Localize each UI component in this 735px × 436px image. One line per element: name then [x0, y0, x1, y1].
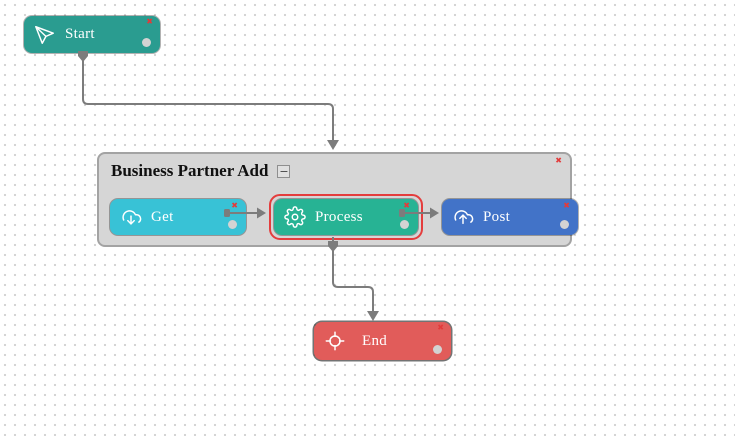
cloud-download-icon — [120, 206, 142, 228]
cloud-upload-icon — [452, 206, 474, 228]
group-title: Business Partner Add — [111, 161, 269, 180]
node-label: End — [362, 332, 388, 349]
delete-node-icon[interactable]: ✖ — [403, 201, 410, 210]
collapse-icon[interactable]: − — [277, 164, 291, 178]
delete-node-icon[interactable]: ✖ — [437, 323, 444, 332]
status-dot[interactable] — [228, 220, 237, 229]
group-business-partner-add[interactable]: ✖ Business Partner Add − ✖ Get ✖ — [97, 152, 578, 247]
node-process[interactable]: ✖ Process — [274, 199, 418, 235]
node-label: Post — [483, 208, 511, 225]
arrowhead — [327, 140, 339, 150]
delete-node-icon[interactable]: ✖ — [146, 17, 153, 26]
node-label: Process — [315, 208, 363, 225]
edge-start-to-group — [82, 55, 334, 141]
node-label: Get — [151, 208, 174, 225]
selection-outline: ✖ Process — [269, 194, 423, 240]
delete-group-icon[interactable]: ✖ — [555, 156, 562, 165]
node-end[interactable]: ✖ End — [314, 322, 451, 360]
delete-node-icon[interactable]: ✖ — [563, 201, 570, 210]
gear-icon — [284, 206, 306, 228]
crosshair-icon — [324, 330, 346, 352]
status-dot[interactable] — [400, 220, 409, 229]
status-dot[interactable] — [560, 220, 569, 229]
node-start[interactable]: ✖ Start — [24, 16, 160, 53]
node-post[interactable]: ✖ Post — [442, 199, 578, 235]
paper-plane-icon — [34, 24, 56, 46]
status-dot[interactable] — [142, 38, 151, 47]
arrowhead — [367, 311, 379, 321]
node-get[interactable]: ✖ Get — [110, 199, 246, 235]
group-header: Business Partner Add − — [99, 154, 570, 181]
delete-node-icon[interactable]: ✖ — [231, 201, 238, 210]
node-label: Start — [65, 26, 95, 42]
edge-process-to-end — [332, 237, 374, 312]
status-dot[interactable] — [433, 345, 442, 354]
